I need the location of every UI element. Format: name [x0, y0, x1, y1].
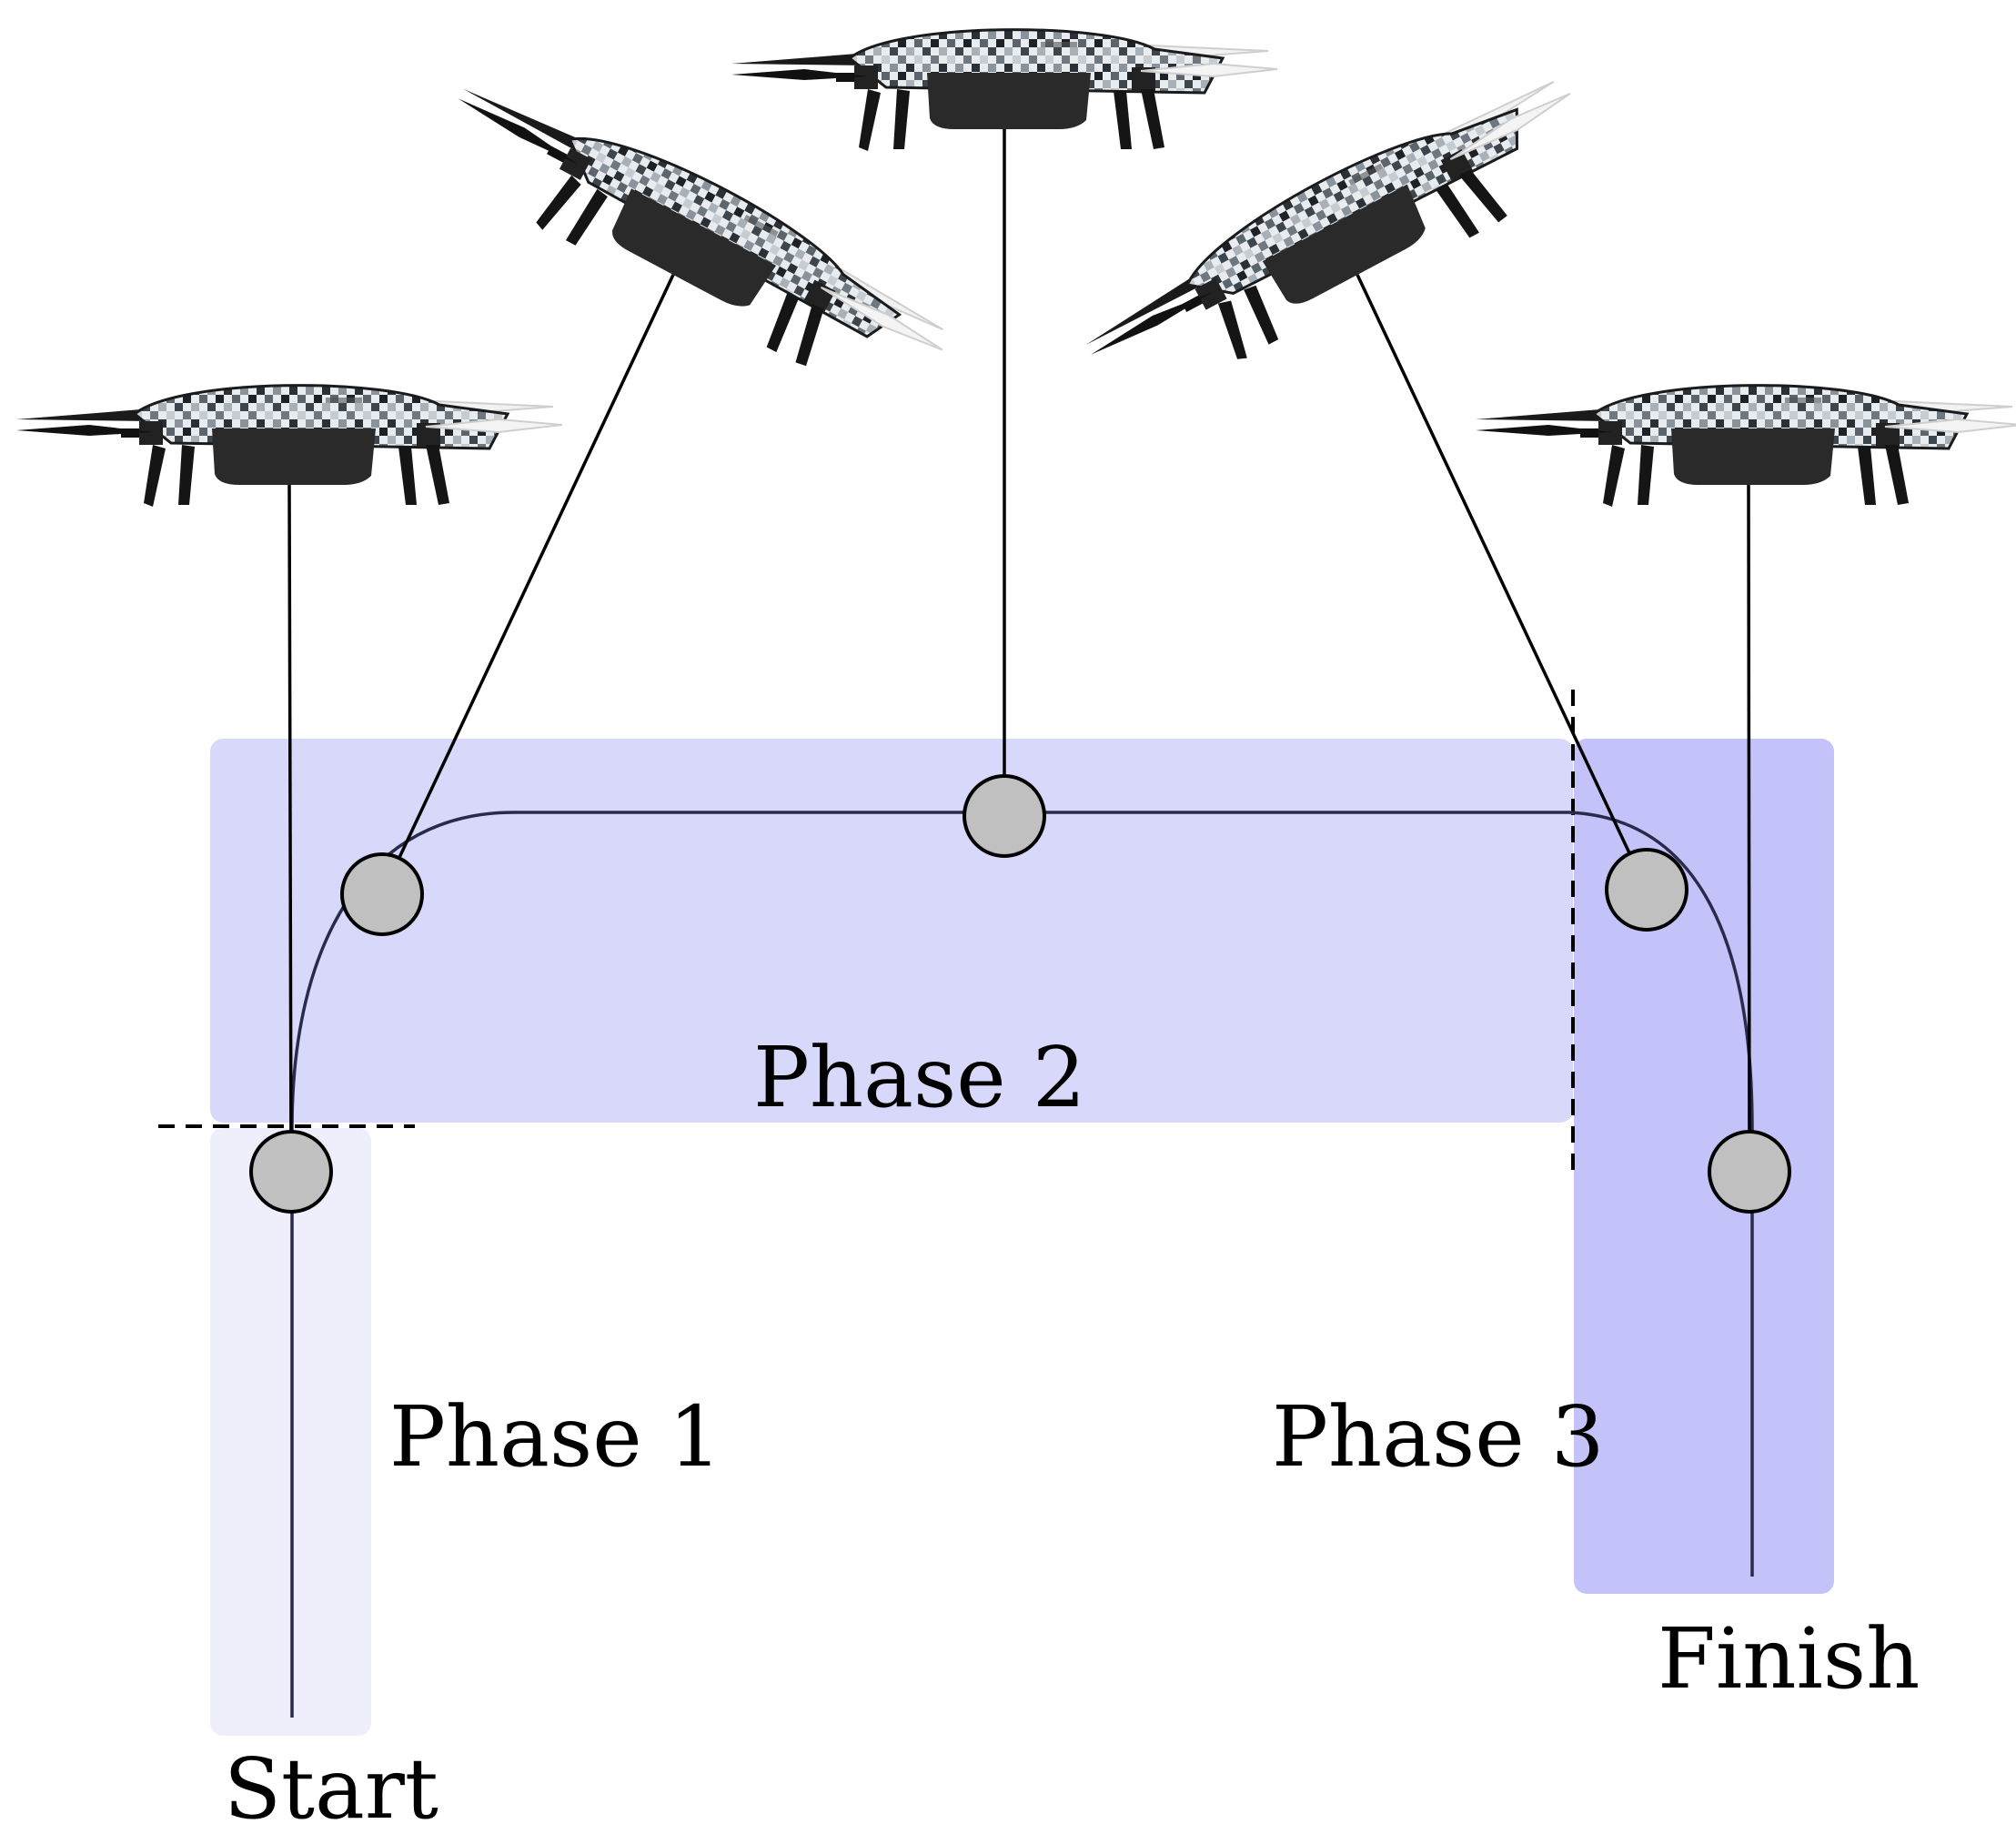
path-node-start	[249, 1130, 333, 1214]
start-label: Start	[224, 1740, 438, 1834]
path-node-2	[340, 852, 424, 936]
phase2-label: Phase 2	[753, 1029, 1085, 1126]
quadcopter-drone-icon	[420, 57, 963, 424]
tether-2	[380, 274, 675, 895]
flight-path	[290, 811, 1754, 1718]
phase2-region	[210, 739, 1573, 1123]
tether-1	[287, 484, 293, 1173]
path-node-3	[963, 774, 1046, 858]
path-node-finish	[1708, 1130, 1791, 1214]
phase3-region	[1574, 739, 1834, 1594]
phase3-label: Phase 3	[1272, 1388, 1604, 1486]
phase1-label: Phase 1	[389, 1388, 721, 1486]
tether-4	[1356, 274, 1648, 891]
path-node-4	[1605, 848, 1688, 932]
finish-label: Finish	[1658, 1610, 1920, 1708]
quadcopter-drone-icon	[1474, 384, 2016, 509]
